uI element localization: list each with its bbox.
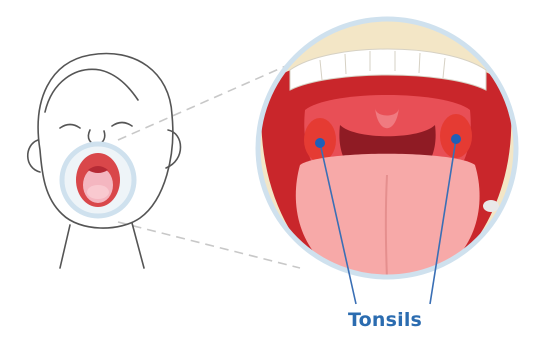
- left-ear: [28, 140, 40, 172]
- left-eye: [60, 125, 80, 129]
- tongue: [296, 154, 480, 290]
- right-eye: [112, 123, 132, 127]
- tonsils-label: Tonsils: [348, 311, 422, 330]
- mouth-lens: [62, 144, 134, 216]
- hair-outline: [45, 69, 138, 112]
- enlarged-mouth-view: [250, 15, 530, 290]
- tonsil-marker-right: [451, 134, 461, 144]
- neck: [60, 223, 144, 268]
- tonsil-marker-left: [315, 138, 325, 148]
